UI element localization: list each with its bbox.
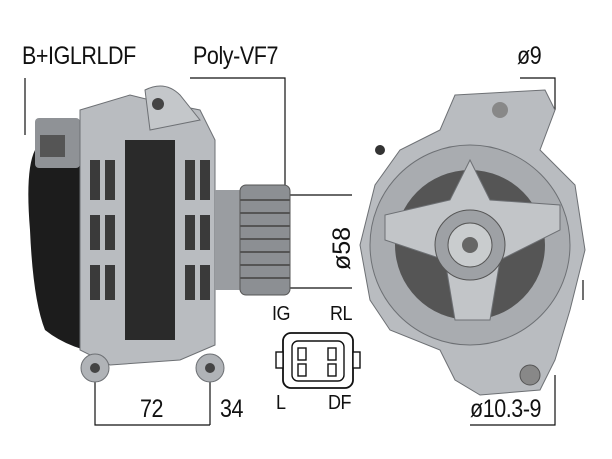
connector-pin-ig: IG xyxy=(272,303,291,325)
top-right-dimension-label: ø9 xyxy=(517,42,542,70)
belt-type-label: Poly-VF7 xyxy=(193,42,278,70)
mount-distance-a-label: 72 xyxy=(140,395,164,423)
connector-pin-df: DF xyxy=(328,392,352,414)
mount-distance-b-label: 34 xyxy=(220,395,244,423)
terminal-label: B+IGLRLDF xyxy=(22,42,136,70)
pulley-diameter-label: ø58 xyxy=(328,226,356,270)
connector-pin-rl: RL xyxy=(330,303,353,325)
bottom-right-dimension-label: ø10.3-9 xyxy=(470,395,542,423)
connector-diagram xyxy=(275,332,361,389)
alternator-front-view xyxy=(359,89,586,396)
dimension-lines xyxy=(24,77,584,426)
connector-pin-l: L xyxy=(276,392,286,414)
alternator-side-view xyxy=(28,85,291,383)
